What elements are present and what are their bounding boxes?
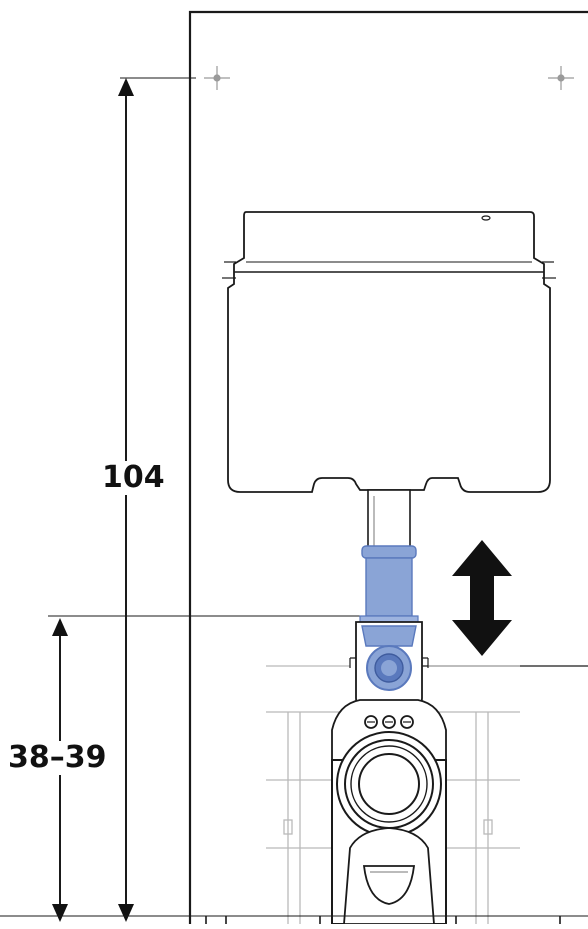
flush-pipe-upper — [367, 489, 411, 549]
frame-supports — [266, 665, 520, 924]
dimension-line-total — [118, 78, 134, 922]
floor-line — [0, 915, 588, 924]
wall-panel — [188, 10, 588, 924]
dimension-label-outlet: 38–39 — [6, 740, 109, 775]
cistern — [222, 211, 556, 493]
dimension-label-total: 104 — [100, 460, 167, 495]
height-adjust-arrow-icon — [452, 540, 512, 656]
crosshair-right-icon — [548, 66, 574, 90]
crosshair-left-icon — [204, 66, 230, 90]
flush-outlet-housing — [349, 621, 429, 715]
lower-bracket — [343, 827, 435, 925]
flush-pipe-adjustable — [359, 545, 419, 633]
